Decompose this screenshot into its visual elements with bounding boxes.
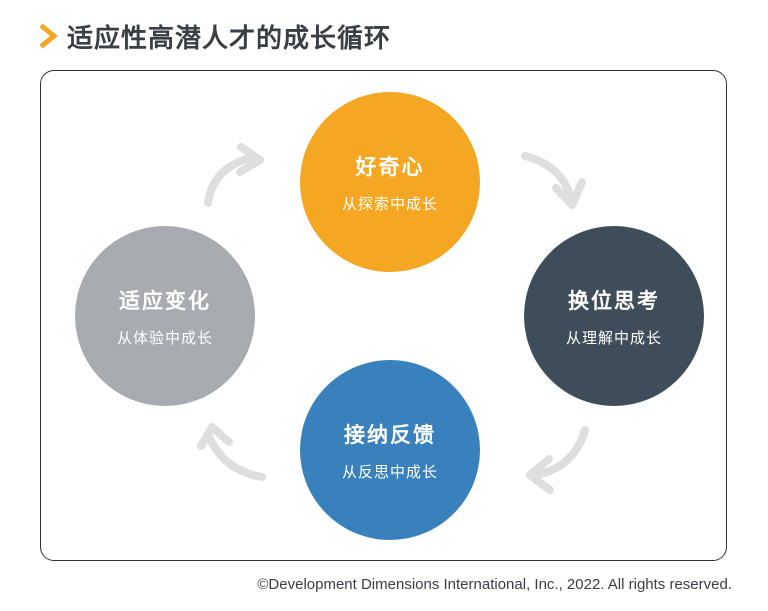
- cycle-node-feedback: 接纳反馈 从反思中成长: [300, 360, 480, 540]
- cycle-node-title: 接纳反馈: [344, 422, 436, 447]
- diagram-frame: [40, 70, 727, 561]
- cycle-node-curiosity: 好奇心 从探索中成长: [300, 92, 480, 272]
- cycle-node-subtitle: 从理解中成长: [565, 328, 662, 347]
- page-header: 适应性高潜人才的成长循环: [39, 18, 391, 54]
- copyright-notice: ©Development Dimensions International, I…: [257, 576, 732, 593]
- cycle-node-subtitle: 从探索中成长: [341, 194, 438, 213]
- cycle-node-perspective: 换位思考 从理解中成长: [524, 226, 704, 406]
- page-title: 适应性高潜人才的成长循环: [67, 23, 392, 54]
- cycle-node-subtitle: 从体验中成长: [116, 328, 213, 347]
- cycle-node-subtitle: 从反思中成长: [341, 462, 438, 481]
- cycle-node-title: 换位思考: [568, 288, 660, 313]
- chevron-right-icon: [39, 23, 58, 49]
- cycle-node-title: 适应变化: [119, 288, 211, 313]
- cycle-node-adapt: 适应变化 从体验中成长: [75, 226, 255, 406]
- cycle-node-title: 好奇心: [355, 154, 425, 179]
